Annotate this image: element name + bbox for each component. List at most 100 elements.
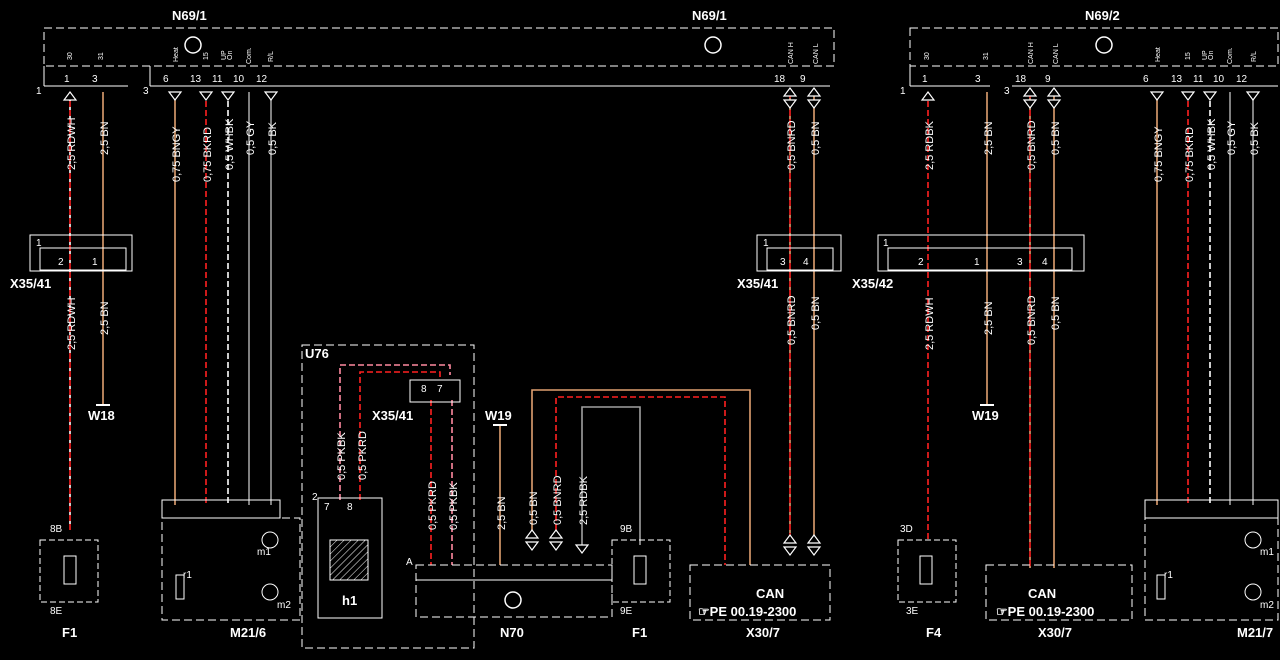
wire-labels: 2,5 RDWH 2,5 BN 0,75 BNGY 0,75 BKRD 0,5 … bbox=[66, 117, 1261, 530]
svg-text:2,5 BN: 2,5 BN bbox=[983, 301, 995, 335]
label-f4: F4 bbox=[926, 625, 942, 640]
x30-7-right bbox=[985, 564, 1133, 621]
svg-text:0,5 PKBK: 0,5 PKBK bbox=[336, 432, 348, 480]
n69-1-module bbox=[43, 27, 835, 87]
fuse-f4-bottom: 3E bbox=[906, 606, 919, 617]
svg-text:15: 15 bbox=[1185, 52, 1192, 60]
svg-text:18: 18 bbox=[1015, 74, 1027, 85]
label-x35-42: X35/42 bbox=[852, 276, 893, 291]
svg-text:Com.: Com. bbox=[1227, 47, 1234, 64]
label-r1-a: r1 bbox=[183, 570, 192, 581]
svg-text:2,5 RDWH: 2,5 RDWH bbox=[924, 297, 936, 350]
n69-2-pin-numbers: 1 1 3 3 18 9 6 13 11 10 12 bbox=[900, 74, 1248, 97]
svg-text:0,5 BN: 0,5 BN bbox=[1050, 296, 1062, 330]
svg-text:0,5 BNRD: 0,5 BNRD bbox=[786, 120, 798, 170]
svg-text:2,5 RDBK: 2,5 RDBK bbox=[578, 475, 590, 525]
u76-module bbox=[301, 344, 475, 649]
svg-text:30: 30 bbox=[924, 52, 931, 60]
connector-x35-41-left bbox=[29, 234, 133, 272]
svg-text:0,5 GY: 0,5 GY bbox=[1226, 120, 1238, 155]
label-n69-1-left: N69/1 bbox=[172, 8, 207, 23]
svg-text:9: 9 bbox=[800, 74, 806, 85]
pin-1-x35-left: 1 bbox=[36, 238, 42, 249]
label-n69-2: N69/2 bbox=[1085, 8, 1120, 23]
label-f1-left: F1 bbox=[62, 625, 77, 640]
svg-text:11: 11 bbox=[212, 74, 223, 85]
pin-arrows bbox=[62, 87, 1261, 556]
can-label-b: CAN bbox=[1028, 586, 1056, 601]
pin-2-x35-42: 2 bbox=[918, 257, 924, 268]
svg-text:R/L: R/L bbox=[268, 51, 275, 62]
pin-a-n70: A bbox=[406, 557, 413, 568]
pin-4-x35-42: 4 bbox=[1042, 257, 1048, 268]
label-w18: W18 bbox=[88, 408, 115, 423]
fuse-f1-right bbox=[611, 539, 671, 603]
label-f1-right: F1 bbox=[632, 625, 647, 640]
svg-text:12: 12 bbox=[256, 74, 268, 85]
fuse-f1b-bottom: 9E bbox=[620, 606, 633, 617]
svg-text:0,5 PKBK: 0,5 PKBK bbox=[448, 482, 460, 530]
connector-x35-42 bbox=[877, 234, 1085, 272]
label-x30-7-right: X30/7 bbox=[1038, 625, 1072, 640]
fuse-f4-top: 3D bbox=[900, 524, 913, 535]
svg-text:31: 31 bbox=[98, 52, 105, 60]
svg-text:12: 12 bbox=[1236, 74, 1248, 85]
label-m1-b: m1 bbox=[1260, 547, 1274, 558]
svg-text:30: 30 bbox=[67, 52, 74, 60]
n69-1-pin-numbers: 1 1 3 3 6 13 11 10 12 18 9 bbox=[36, 74, 806, 97]
transistor-icon bbox=[184, 36, 1113, 609]
pin-1b-x35-left: 1 bbox=[92, 257, 98, 268]
svg-text:Heat: Heat bbox=[1155, 47, 1162, 62]
can-label-a: CAN bbox=[756, 586, 784, 601]
pin-7-u76: 7 bbox=[324, 502, 330, 513]
svg-text:2,5 RDWH: 2,5 RDWH bbox=[66, 117, 78, 170]
svg-text:2,5 RDBK: 2,5 RDBK bbox=[924, 120, 936, 170]
svg-text:1: 1 bbox=[922, 74, 928, 85]
svg-text:2,5 BN: 2,5 BN bbox=[983, 121, 995, 155]
label-r1-b: r1 bbox=[1164, 570, 1173, 581]
svg-text:On: On bbox=[227, 51, 234, 60]
svg-text:3: 3 bbox=[92, 74, 98, 85]
motor-module-m21-6 bbox=[161, 499, 301, 621]
svg-text:Heat: Heat bbox=[173, 47, 180, 62]
svg-text:0,75 BNGY: 0,75 BNGY bbox=[1153, 126, 1165, 182]
n70-module bbox=[415, 564, 613, 618]
label-n69-1-right: N69/1 bbox=[692, 8, 727, 23]
svg-text:R/L: R/L bbox=[1251, 51, 1258, 62]
svg-text:UP: UP bbox=[1202, 50, 1209, 60]
svg-text:UP: UP bbox=[221, 50, 228, 60]
pin-7-x35-u76: 7 bbox=[437, 384, 443, 395]
fuse-f1-left bbox=[39, 539, 99, 603]
svg-text:0,5 BN: 0,5 BN bbox=[810, 296, 822, 330]
svg-text:0,5 BN: 0,5 BN bbox=[810, 121, 822, 155]
pin-1b-x35-42: 1 bbox=[974, 257, 980, 268]
connector-x35-41-right bbox=[756, 234, 842, 272]
pe-ref-a: ☞PE 00.19-2300 bbox=[698, 604, 796, 619]
svg-text:3: 3 bbox=[975, 74, 981, 85]
svg-text:0,5 BNRD: 0,5 BNRD bbox=[786, 295, 798, 345]
svg-text:2,5 BN: 2,5 BN bbox=[99, 121, 111, 155]
label-m2-b: m2 bbox=[1260, 600, 1274, 611]
svg-text:0,5 BNRD: 0,5 BNRD bbox=[1026, 295, 1038, 345]
wires bbox=[69, 92, 1254, 568]
label-w19-a: W19 bbox=[485, 408, 512, 423]
svg-text:11: 11 bbox=[1193, 74, 1204, 85]
pin-2-x35-left: 2 bbox=[58, 257, 64, 268]
svg-text:0,5 PKRD: 0,5 PKRD bbox=[357, 431, 369, 480]
svg-text:2,5 BN: 2,5 BN bbox=[496, 496, 508, 530]
svg-text:15: 15 bbox=[203, 52, 210, 60]
svg-text:6: 6 bbox=[163, 74, 169, 85]
svg-text:0,75 BKRD: 0,75 BKRD bbox=[202, 127, 214, 182]
label-x35-41-left: X35/41 bbox=[10, 276, 51, 291]
svg-text:31: 31 bbox=[983, 52, 990, 60]
svg-text:13: 13 bbox=[190, 74, 202, 85]
svg-text:CAN H: CAN H bbox=[1028, 42, 1035, 64]
svg-text:Com.: Com. bbox=[246, 47, 253, 64]
label-n70: N70 bbox=[500, 625, 524, 640]
pin-3-x35-right: 3 bbox=[780, 257, 786, 268]
svg-text:3: 3 bbox=[1004, 86, 1010, 97]
svg-text:0,5 BN: 0,5 BN bbox=[528, 491, 540, 525]
n69-2-module bbox=[909, 27, 1279, 87]
label-m21-7: M21/7 bbox=[1237, 625, 1273, 640]
label-x35-41-u76: X35/41 bbox=[372, 408, 413, 423]
